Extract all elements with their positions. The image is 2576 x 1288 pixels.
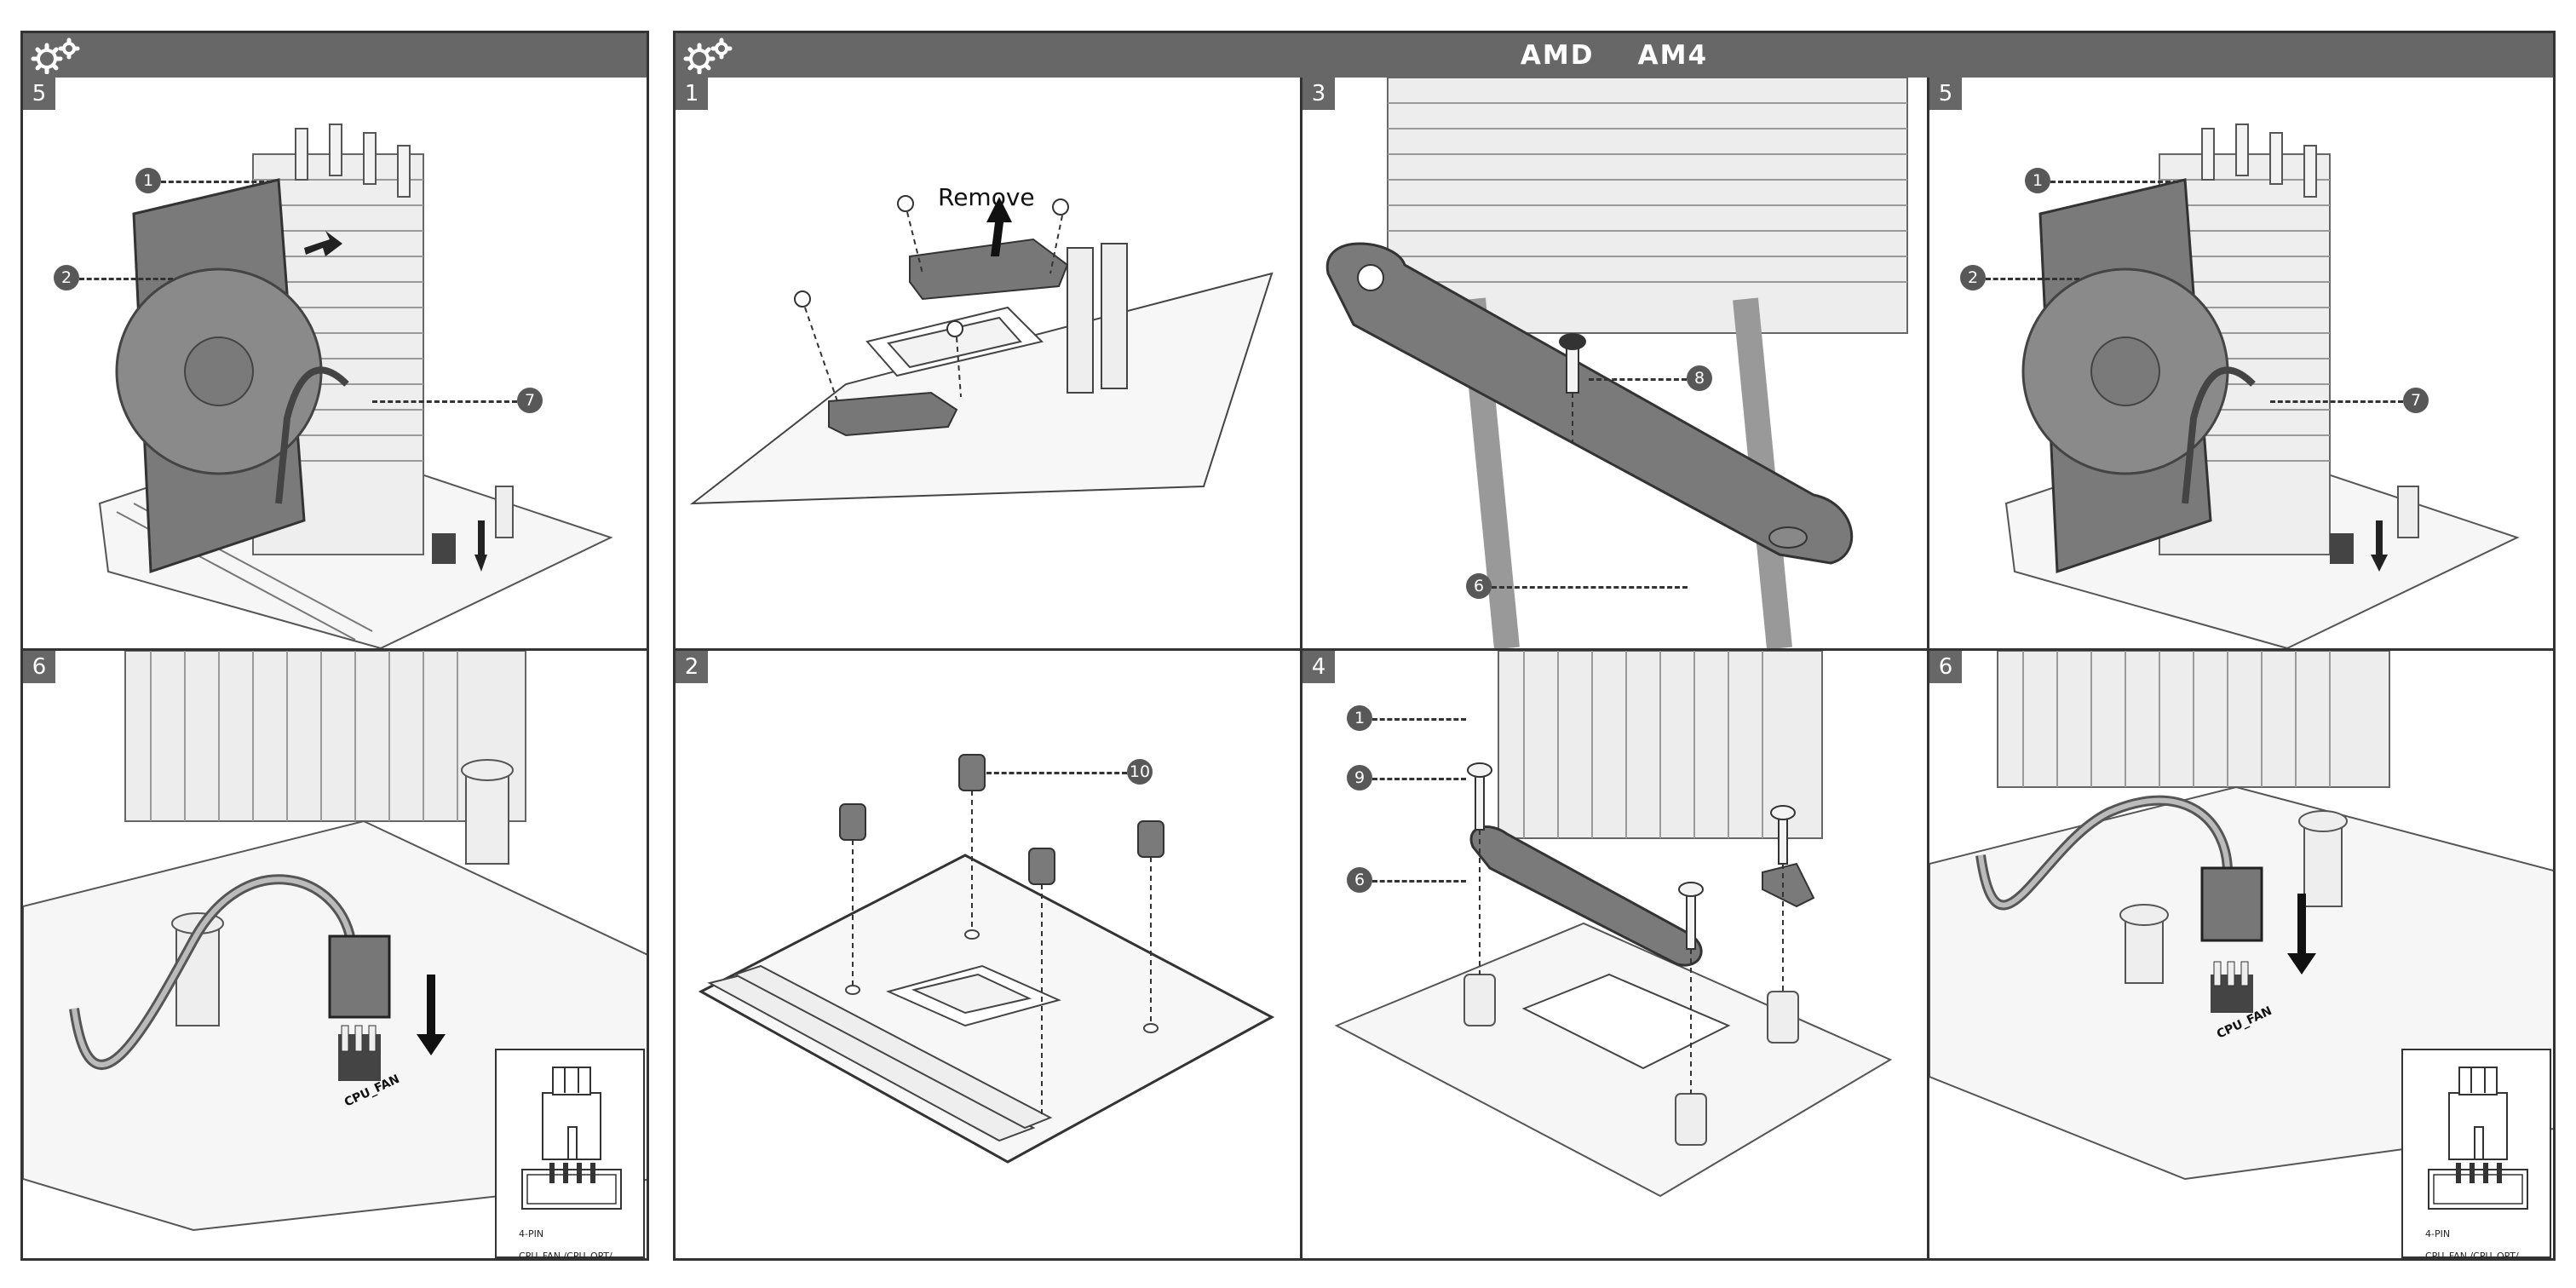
leader-line xyxy=(1589,378,1687,381)
callout-10: 10 xyxy=(1127,759,1153,785)
callout-9: 9 xyxy=(1347,765,1372,791)
secure-cooler-illustration xyxy=(1302,651,1927,1258)
callout-7: 7 xyxy=(2403,388,2429,413)
section-title: AMD AM4 xyxy=(676,33,2553,78)
mounting-bar-illustration xyxy=(1302,78,1927,648)
remove-label: Remove xyxy=(938,183,1035,211)
fan-header-names: CPU_FAN /CPU_OPT/ CHA_FAN/SYS_FAN xyxy=(519,1251,647,1258)
callout-2: 2 xyxy=(1960,265,1986,290)
fan-install-illustration xyxy=(1929,78,2553,648)
fan-header-names: CPU_FAN /CPU_OPT/ CHA_FAN/SYS_FAN xyxy=(2425,1251,2553,1258)
callout-1: 1 xyxy=(1347,705,1372,731)
step-number: 6 xyxy=(23,651,55,683)
step-number: 1 xyxy=(676,78,708,110)
callout-8: 8 xyxy=(1687,365,1712,391)
amd-step-1-panel: 1 Remove xyxy=(676,78,1300,648)
left-header-bar xyxy=(23,33,647,78)
callout-1: 1 xyxy=(2025,168,2050,193)
left-step-6-panel: 6 CPU_FAN xyxy=(23,651,647,1258)
amd-step-3-panel: 3 8 6 xyxy=(1302,78,1927,648)
callout-7: 7 xyxy=(517,388,543,413)
amd-step-6-panel: 6 CPU_FAN xyxy=(1929,651,2553,1258)
connector-label: 4-PIN CPU_FAN /CPU_OPT/ CHA_FAN/SYS_FAN xyxy=(2425,1217,2553,1258)
leader-line xyxy=(1372,880,1466,883)
left-section: 5 xyxy=(20,31,649,1261)
amd-step-2-panel: 2 10 xyxy=(676,651,1300,1258)
leader-line xyxy=(1492,586,1688,589)
leader-line xyxy=(2050,181,2178,183)
leader-line xyxy=(1372,778,1466,780)
step-number: 5 xyxy=(1929,78,1962,110)
step-number: 3 xyxy=(1302,78,1335,110)
leader-line xyxy=(1986,278,2079,280)
step-number: 5 xyxy=(23,78,55,110)
fan-install-illustration xyxy=(23,78,647,648)
leader-line xyxy=(1372,718,1466,721)
gear-icon xyxy=(30,37,84,74)
amd-step-4-panel: 4 xyxy=(1302,651,1927,1258)
callout-6: 6 xyxy=(1347,867,1372,893)
step-number: 4 xyxy=(1302,651,1335,683)
connector-icon xyxy=(2403,1050,2553,1221)
pin-count-label: 4-PIN xyxy=(519,1228,647,1239)
step-number: 2 xyxy=(676,651,708,683)
left-step-5-panel: 5 xyxy=(23,78,647,648)
connector-icon xyxy=(497,1050,647,1221)
connector-label: 4-PIN CPU_FAN /CPU_OPT/ CHA_FAN/SYS_FAN xyxy=(519,1217,647,1258)
callout-2: 2 xyxy=(54,265,79,290)
amd-header-bar: AMD AM4 xyxy=(676,33,2553,78)
standoff-install-illustration xyxy=(676,651,1300,1258)
pin-count-label: 4-PIN xyxy=(2425,1228,2553,1239)
leader-line xyxy=(79,278,173,280)
leader-line xyxy=(161,181,272,183)
callout-1: 1 xyxy=(135,168,161,193)
amd-step-5-panel: 5 1 2 xyxy=(1929,78,2553,648)
4-pin-connector-diagram: 4-PIN CPU_FAN /CPU_OPT/ CHA_FAN/SYS_FAN xyxy=(2401,1049,2551,1258)
step-number: 6 xyxy=(1929,651,1962,683)
leader-line xyxy=(372,400,517,403)
amd-am4-section: AMD AM4 1 Remove xyxy=(673,31,2556,1261)
remove-bracket-illustration xyxy=(676,78,1300,648)
leader-line xyxy=(986,772,1127,774)
callout-6: 6 xyxy=(1466,573,1492,599)
4-pin-connector-diagram: 4-PIN CPU_FAN /CPU_OPT/ CHA_FAN/SYS_FAN xyxy=(495,1049,645,1258)
leader-line xyxy=(2270,400,2403,403)
